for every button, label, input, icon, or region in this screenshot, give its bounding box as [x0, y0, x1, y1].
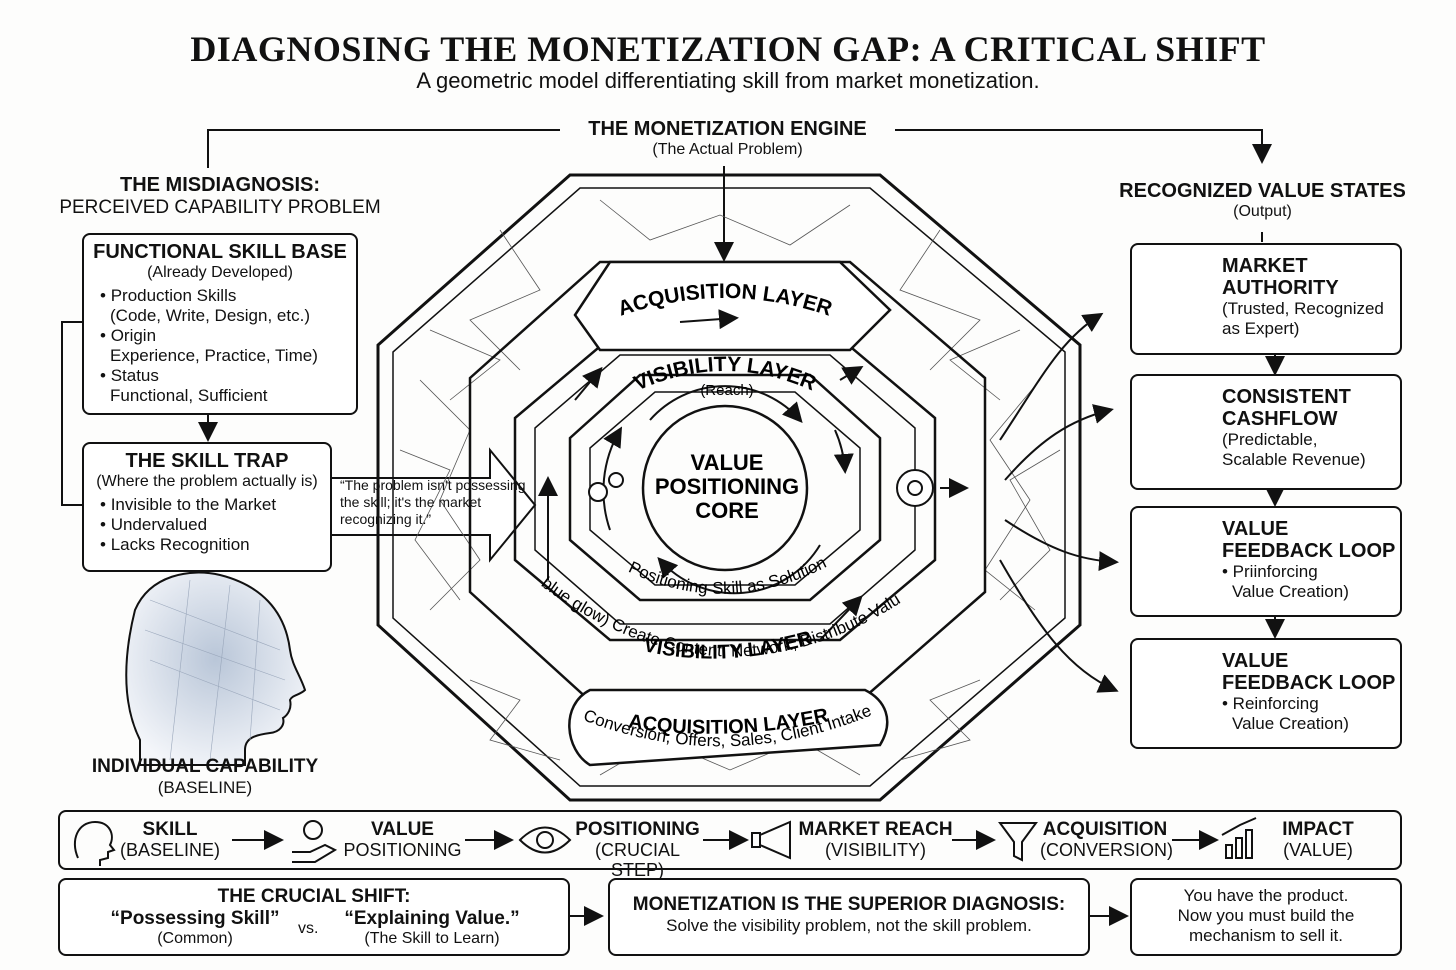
final-line: mechanism to sell it.	[1189, 926, 1343, 945]
output-arrows	[999, 312, 1119, 693]
skill-base-detail: Experience, Practice, Time)	[110, 346, 318, 365]
skill-trap-subtitle: (Where the problem actually is)	[96, 473, 318, 490]
skill-trap-item: • Undervalued	[100, 515, 208, 534]
page-title: DIAGNOSING THE MONETIZATION GAP: A CRITI…	[190, 29, 1266, 69]
money-hand-icon	[292, 820, 338, 863]
core-line1: VALUE	[691, 450, 764, 475]
state-desc: • Priinforcing	[1222, 562, 1318, 581]
state-card-consistent-cashflow: CONSISTENT CASHFLOW (Predictable, Scalab…	[1130, 374, 1402, 490]
flow-bar	[58, 810, 1402, 870]
engine-title-block: THE MONETIZATION ENGINE (The Actual Prob…	[560, 118, 895, 159]
skill-trap-box: THE SKILL TRAP (Where the problem actual…	[82, 442, 332, 572]
state-title: VALUE	[1222, 518, 1289, 540]
skill-base-title: FUNCTIONAL SKILL BASE	[93, 241, 347, 263]
engine-subtitle: (The Actual Problem)	[652, 141, 803, 158]
individual-subtitle: (BASELINE)	[157, 778, 253, 797]
state-card-value-feedback-1: VALUE FEEDBACK LOOP • Priinforcing Value…	[1130, 506, 1402, 617]
skill-trap-item: • Invisible to the Market	[100, 495, 277, 514]
misdiagnosis-block: THE MISDIAGNOSIS: PERCEIVED CAPABILITY P…	[40, 174, 400, 219]
state-title: CONSISTENT	[1222, 386, 1351, 408]
individual-title: INDIVIDUAL CAPABILITY	[91, 756, 319, 777]
state-desc: (Predictable,	[1222, 430, 1318, 449]
skill-base-subtitle: (Already Developed)	[147, 264, 293, 281]
crucial-shift-box: THE CRUCIAL SHIFT: “Possessing Skill” (C…	[58, 878, 570, 956]
shift-left: “Possessing Skill”	[110, 908, 280, 929]
state-card-market-authority: MARKET AUTHORITY (Trusted, Recognized as…	[1130, 243, 1402, 355]
skill-trap-item: • Lacks Recognition	[100, 535, 250, 554]
skill-trap-title: THE SKILL TRAP	[125, 450, 289, 472]
monetization-engine-octagon	[376, 173, 1082, 802]
skill-base-detail: (Code, Write, Design, etc.)	[110, 306, 310, 325]
skill-base-item: • Production Skills	[100, 286, 237, 305]
state-desc: Value Creation)	[1232, 582, 1349, 601]
gear-icon	[588, 469, 934, 507]
states-subtitle: (Output)	[1233, 203, 1292, 220]
diagnosis-box: MONETIZATION IS THE SUPERIOR DIAGNOSIS: …	[608, 878, 1090, 956]
state-desc: as Expert)	[1222, 319, 1300, 338]
bar-chart-icon	[1221, 817, 1257, 859]
state-desc: (Trusted, Recognized	[1222, 299, 1384, 318]
diagnosis-subtitle: Solve the visibility problem, not the sk…	[666, 916, 1032, 935]
flow-step-positioning: POSITIONING(CRUCIAL STEP)	[575, 819, 700, 881]
skill-base-detail: Functional, Sufficient	[110, 386, 268, 405]
flow-step-acquisition: ACQUISITION(CONVERSION)	[1040, 819, 1174, 861]
state-desc: Scalable Revenue)	[1222, 450, 1366, 469]
state-desc: Value Creation)	[1232, 714, 1349, 733]
flow-step-market-reach: MARKET REACH(VISIBILITY)	[798, 819, 953, 861]
flow-step-skill: SKILL(BASELINE)	[119, 819, 221, 861]
quote-text: “The problem isn't possessing the skill;…	[340, 477, 526, 527]
core-line3: CORE	[695, 498, 759, 523]
diagnosis-title: MONETIZATION IS THE SUPERIOR DIAGNOSIS:	[632, 894, 1066, 915]
misdiagnosis-title: THE MISDIAGNOSIS:	[119, 174, 320, 196]
funnel-icon	[998, 822, 1038, 862]
flow-step-impact: IMPACT(VALUE)	[1282, 819, 1354, 861]
engine-bracket	[207, 129, 1272, 262]
state-title: CASHFLOW	[1222, 408, 1338, 430]
skill-base-item: • Status	[100, 366, 159, 385]
skill-base-box: FUNCTIONAL SKILL BASE (Already Developed…	[82, 233, 358, 415]
left-connector	[61, 232, 1285, 639]
engine-title: THE MONETIZATION ENGINE	[588, 118, 867, 140]
eye-target-icon	[518, 826, 572, 854]
misdiagnosis-subtitle: PERCEIVED CAPABILITY PROBLEM	[59, 197, 381, 218]
shift-left-sub: (Common)	[157, 930, 233, 947]
state-title: VALUE	[1222, 650, 1289, 672]
shift-right-sub: (The Skill to Learn)	[364, 930, 500, 947]
individual-capability: INDIVIDUAL CAPABILITY (BASELINE)	[70, 756, 340, 798]
positioning-skill-label: Positioning Skill as Solution	[626, 553, 829, 598]
state-title: MARKET	[1222, 255, 1308, 277]
state-title: FEEDBACK LOOP	[1222, 540, 1396, 562]
shift-right: “Explaining Value.”	[344, 908, 520, 929]
final-box: You have the product. Now you must build…	[1130, 878, 1402, 956]
megaphone-icon	[751, 820, 791, 860]
state-card-value-feedback-2: VALUE FEEDBACK LOOP • Reinforcing Value …	[1130, 638, 1402, 749]
skill-base-item: • Origin	[100, 326, 157, 345]
state-desc: • Reinforcing	[1222, 694, 1319, 713]
final-line: You have the product.	[1183, 886, 1349, 905]
state-title: FEEDBACK LOOP	[1222, 672, 1396, 694]
states-header: RECOGNIZED VALUE STATES (Output)	[1100, 180, 1425, 221]
shift-vs: vs.	[298, 920, 319, 937]
reach-label: (Reach)	[700, 382, 753, 399]
final-line: Now you must build the	[1177, 906, 1355, 925]
page-subtitle: A geometric model differentiating skill …	[416, 68, 1040, 93]
head-illustration	[125, 571, 307, 766]
crucial-shift-title: THE CRUCIAL SHIFT:	[217, 886, 411, 907]
states-title: RECOGNIZED VALUE STATES	[1119, 180, 1406, 202]
head-icon	[73, 820, 116, 866]
state-title: AUTHORITY	[1222, 277, 1339, 299]
core-line2: POSITIONING	[655, 474, 799, 499]
